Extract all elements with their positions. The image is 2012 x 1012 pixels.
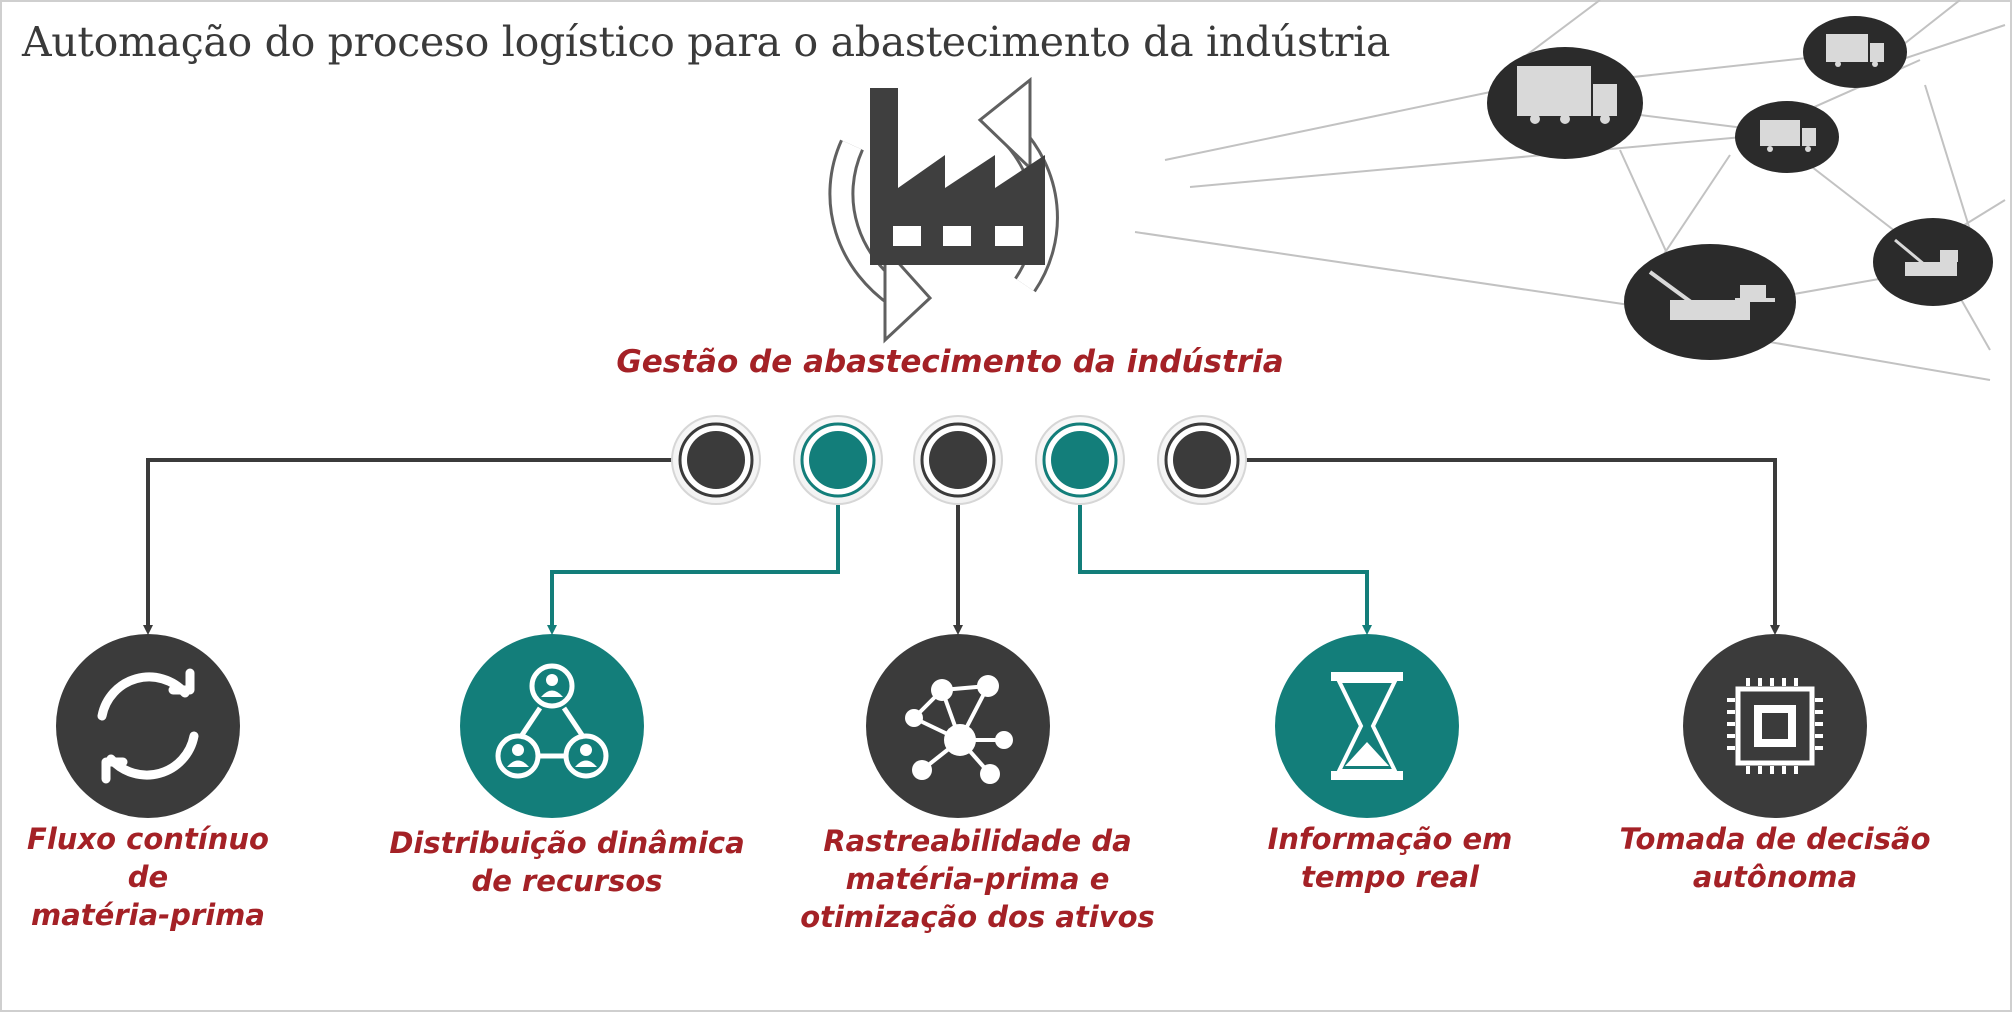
connected-nodes-dots	[905, 675, 1013, 784]
node-label-3-line3: otimização dos ativos	[800, 900, 1155, 934]
node-label-1-line2: matéria-prima	[31, 898, 265, 932]
people-glyphs	[507, 674, 597, 767]
node-circle-4	[1275, 634, 1459, 818]
node-label-5: Tomada de decisão autônoma	[1600, 820, 1950, 896]
node-circle-1	[56, 634, 240, 818]
node-label-5-line1: Tomada de decisão	[1619, 822, 1931, 856]
node-label-1-line1: Fluxo contínuo de	[27, 822, 269, 894]
selector-dot-5	[1157, 415, 1247, 505]
connector-5	[1246, 458, 1780, 635]
truck-icon-glyph	[1517, 66, 1617, 124]
chip-icon	[1727, 678, 1823, 774]
truck-icon-glyph	[1760, 120, 1816, 152]
excavator-icon-glyph	[1648, 270, 1775, 320]
node-label-2: Distribuição dinâmica de recursos	[372, 824, 762, 900]
node-label-4: Informação em tempo real	[1225, 820, 1555, 896]
node-label-2-line1: Distribuição dinâmica	[389, 826, 745, 860]
node-label-3-line1: Rastreabilidade da	[823, 824, 1132, 858]
node-circle-3	[866, 634, 1050, 818]
selector-dot-1	[671, 415, 761, 505]
excavator-icon-glyph	[1894, 238, 1958, 276]
network-nodes	[1487, 16, 1993, 360]
hourglass-icon	[1331, 672, 1403, 780]
node-circle-2	[460, 634, 644, 818]
node-label-1: Fluxo contínuo de matéria-prima	[8, 820, 288, 934]
node-label-4-line1: Informação em	[1267, 822, 1513, 856]
selector-dot-2	[793, 415, 883, 505]
connector-4	[1078, 505, 1372, 635]
connector-1	[143, 458, 672, 635]
people-network-icon	[495, 663, 609, 779]
connector-2	[547, 505, 840, 635]
node-label-2-line2: de recursos	[471, 864, 663, 898]
node-label-3-line2: matéria-prima e	[845, 862, 1110, 896]
node-label-4-line2: tempo real	[1300, 860, 1479, 894]
center-label: Gestão de abastecimento da indústria	[616, 344, 1284, 380]
truck-icon-glyph	[1826, 34, 1884, 67]
cycle-arrows-icon	[97, 668, 199, 784]
selector-dot-4	[1035, 415, 1125, 505]
node-label-5-line2: autônoma	[1692, 860, 1858, 894]
node-label-3: Rastreabilidade da matéria-prima e otimi…	[780, 822, 1175, 936]
node-circle-5	[1683, 634, 1867, 818]
diagram-title: Automação do proceso logístico para o ab…	[22, 18, 1391, 66]
selector-row	[671, 415, 1247, 505]
factory-icon	[828, 76, 1059, 344]
selector-dot-3	[913, 415, 1003, 505]
